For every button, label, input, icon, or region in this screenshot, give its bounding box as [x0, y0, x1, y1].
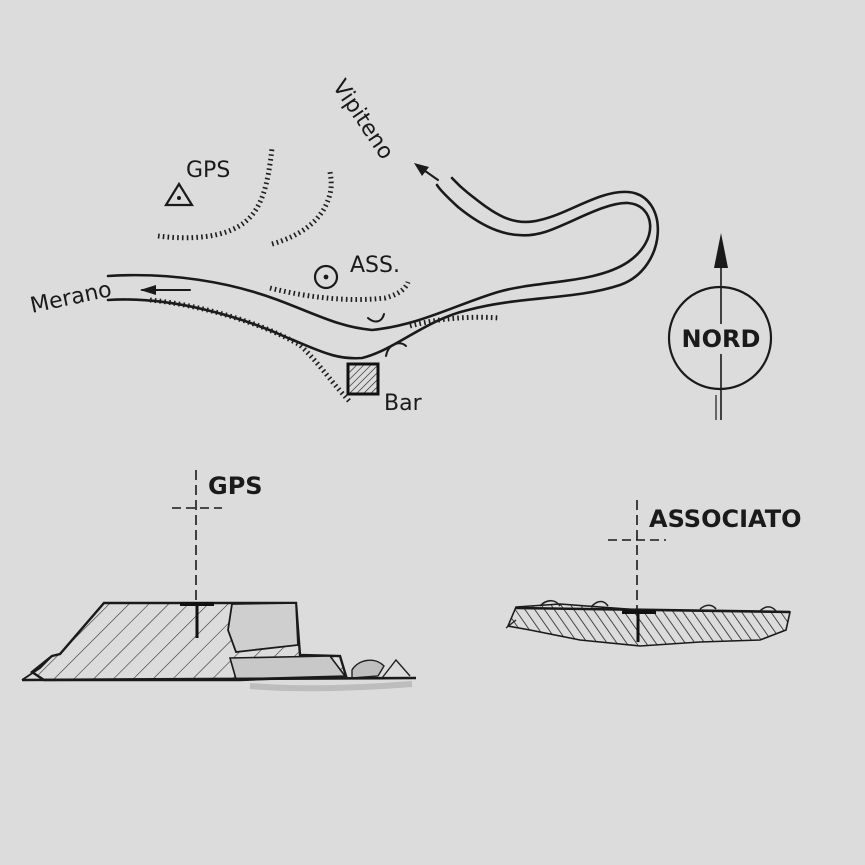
associato-marker: [313, 264, 339, 290]
bar-marker: [346, 362, 380, 396]
north-compass: [667, 233, 773, 420]
arrow-merano-icon: [140, 285, 156, 295]
associato-map-label: ASS.: [350, 253, 400, 278]
gps-map-label: GPS: [186, 158, 230, 183]
vipiteno-label: Vipiteno: [327, 75, 398, 164]
terrain-slopes: [149, 147, 501, 404]
merano-label: Merano: [28, 277, 114, 319]
gps-triangle-icon: [164, 181, 194, 207]
north-arrow-icon: [714, 233, 728, 268]
gps-marker: [164, 181, 194, 207]
gps-section-view: [21, 470, 417, 692]
bar-square-icon: [346, 362, 380, 396]
road: [106, 163, 660, 360]
arrow-vipiteno-icon: [414, 163, 429, 176]
gps-section-title: GPS: [208, 472, 263, 500]
bar-label: Bar: [384, 391, 423, 416]
compass-label: NORD: [682, 325, 761, 353]
associato-circle-icon: [313, 264, 339, 290]
associato-section-view: [505, 500, 791, 647]
associato-section-title: ASSOCIATO: [649, 505, 802, 533]
